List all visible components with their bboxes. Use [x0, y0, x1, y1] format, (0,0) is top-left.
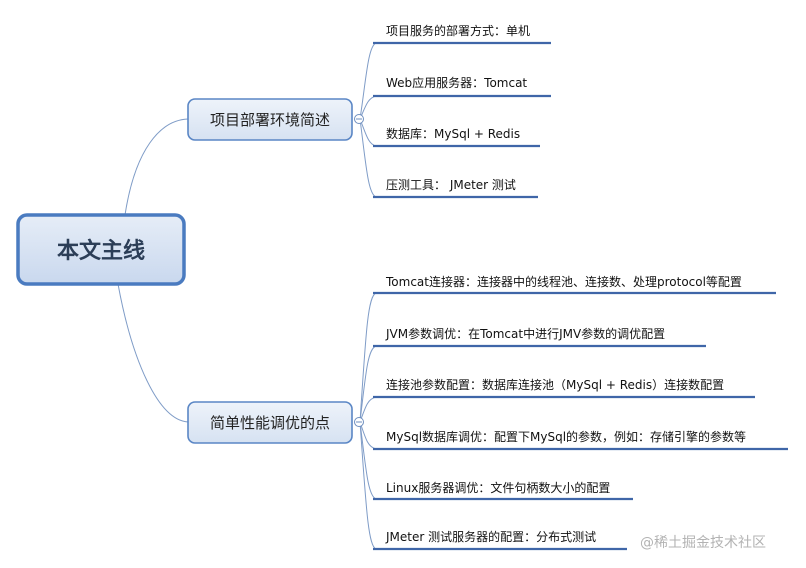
leaf-label: JMeter 测试服务器的配置：分布式测试: [385, 529, 596, 544]
collapse-toggle-branch-2[interactable]: [354, 417, 364, 427]
leaf-label: Linux服务器调优：文件句柄数大小的配置: [386, 480, 610, 495]
root-label: 本文主线: [57, 238, 145, 264]
leaf-database[interactable]: 数据库：MySql + Redis: [373, 126, 540, 148]
leaf-label: 连接池参数配置：数据库连接池（MySql + Redis）连接数配置: [386, 377, 724, 392]
leaf-tomcat-connector[interactable]: Tomcat连接器：连接器中的线程池、连接数、处理protocol等配置: [373, 274, 776, 295]
leaf-mysql-tuning[interactable]: MySql数据库调优：配置下MySql的参数，例如：存储引擎的参数等: [373, 429, 788, 451]
leaf-label: Tomcat连接器：连接器中的线程池、连接数、处理protocol等配置: [385, 274, 742, 289]
leaf-jvm-tuning[interactable]: JVM参数调优：在Tomcat中进行JMV参数的调优配置: [373, 326, 706, 348]
leaf-label: JVM参数调优：在Tomcat中进行JMV参数的调优配置: [385, 326, 665, 341]
branch-label: 简单性能调优的点: [210, 414, 330, 432]
leaf-load-test-tool[interactable]: 压测工具： JMeter 测试: [373, 177, 538, 199]
leaf-web-server[interactable]: Web应用服务器：Tomcat: [373, 75, 551, 98]
branch-label: 项目部署环境简述: [210, 111, 330, 129]
leaf-connection-pool[interactable]: 连接池参数配置：数据库连接池（MySql + Redis）连接数配置: [373, 377, 755, 399]
leaf-label: 压测工具： JMeter 测试: [386, 177, 516, 192]
connector-root-branch-2: [117, 283, 189, 423]
branch-node-deploy-env[interactable]: 项目部署环境简述: [187, 98, 353, 141]
watermark: @稀土掘金技术社区: [640, 535, 766, 551]
leaf-jmeter-server[interactable]: JMeter 测试服务器的配置：分布式测试: [373, 529, 627, 551]
leaf-linux-tuning[interactable]: Linux服务器调优：文件句柄数大小的配置: [373, 480, 633, 501]
leaf-label: MySql数据库调优：配置下MySql的参数，例如：存储引擎的参数等: [386, 429, 746, 444]
connector-root-branch-1: [124, 118, 189, 216]
branch-node-perf-tuning[interactable]: 简单性能调优的点: [187, 401, 353, 444]
leaf-label: Web应用服务器：Tomcat: [386, 75, 527, 90]
leaf-label: 数据库：MySql + Redis: [386, 126, 520, 141]
root-node[interactable]: 本文主线: [16, 213, 186, 286]
leaf-deploy-mode[interactable]: 项目服务的部署方式：单机: [373, 23, 551, 45]
collapse-toggle-branch-1[interactable]: [354, 114, 364, 124]
leaf-label: 项目服务的部署方式：单机: [386, 23, 530, 38]
